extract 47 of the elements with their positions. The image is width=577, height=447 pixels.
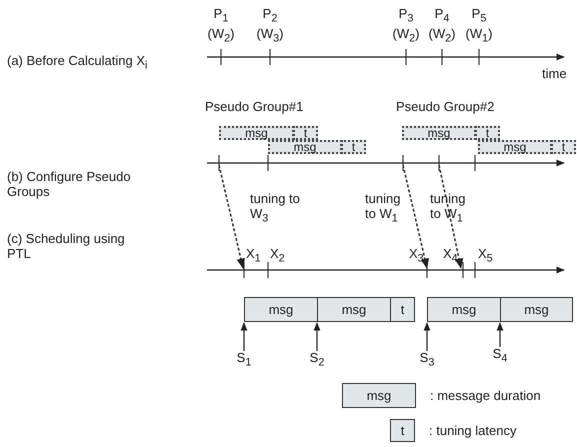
dashed-duration-bar: t [341, 140, 366, 154]
slot-label: S$_{1}$ [232, 351, 256, 369]
row-label: (b) Configure Pseudo Groups [7, 170, 132, 200]
arrow [424, 322, 430, 351]
row-label: (c) Scheduling using PTL [7, 232, 126, 262]
wavelength-label: (W$_{2}$) [428, 27, 456, 46]
event-label: P$_{5}$ [470, 7, 488, 26]
event-label: P$_{3}$ [398, 7, 414, 26]
legend-text: : tuning latency [429, 422, 516, 438]
wavelength-label: (W$_{3}$) [256, 27, 284, 46]
dashed-duration-bar: msg [268, 140, 342, 154]
arrow [496, 322, 504, 347]
arrow [314, 322, 320, 351]
axis-label: time [542, 67, 568, 82]
wavelength-label: (W$_{2}$) [392, 27, 420, 46]
slot-label: S$_{4}$ [488, 347, 512, 365]
duration-box: msg [500, 297, 573, 322]
duration-box: msg [244, 297, 318, 322]
slot-label: S$_{2}$ [305, 351, 329, 369]
group-label: Pseudo Group#2 [396, 100, 496, 115]
dashed-duration-bar: msg [478, 140, 552, 154]
tuning-label: tuning to W$_{1}$ [365, 192, 402, 225]
duration-box: msg [342, 383, 416, 408]
row-label: (a) Before Calculating X$_{i}$ [7, 54, 148, 72]
event-label: P$_{2}$ [262, 7, 278, 26]
duration-box: msg [317, 297, 391, 322]
slot-label: S$_{3}$ [415, 351, 439, 369]
wavelength-label: (W$_{2}$) [206, 27, 236, 46]
wavelength-label: (W$_{1}$) [464, 27, 494, 46]
event-label: P$_{1}$ [212, 7, 230, 26]
tick-label: X$_{5}$ [478, 247, 494, 266]
legend-text: : message duration [430, 388, 541, 402]
duration-box: msg [427, 297, 501, 322]
tick-label: X$_{1}$ [246, 247, 262, 266]
tuning-label: tuning to W$_{1}$ [430, 192, 466, 225]
arrow [240, 322, 248, 351]
dashed-duration-bar: t [293, 126, 318, 140]
tuning-label: tuning to W$_{3}$ [250, 192, 300, 225]
duration-box: t [390, 419, 415, 442]
dashed-duration-bar: t [551, 140, 576, 154]
dashed-duration-bar: t [475, 126, 500, 140]
dashed-duration-bar: msg [402, 126, 476, 140]
duration-box: t [390, 297, 415, 322]
tick-label: X$_{2}$ [270, 247, 286, 266]
group-label: Pseudo Group#1 [205, 100, 304, 115]
event-label: P$_{4}$ [434, 7, 450, 26]
dashed-duration-bar: msg [219, 126, 294, 140]
